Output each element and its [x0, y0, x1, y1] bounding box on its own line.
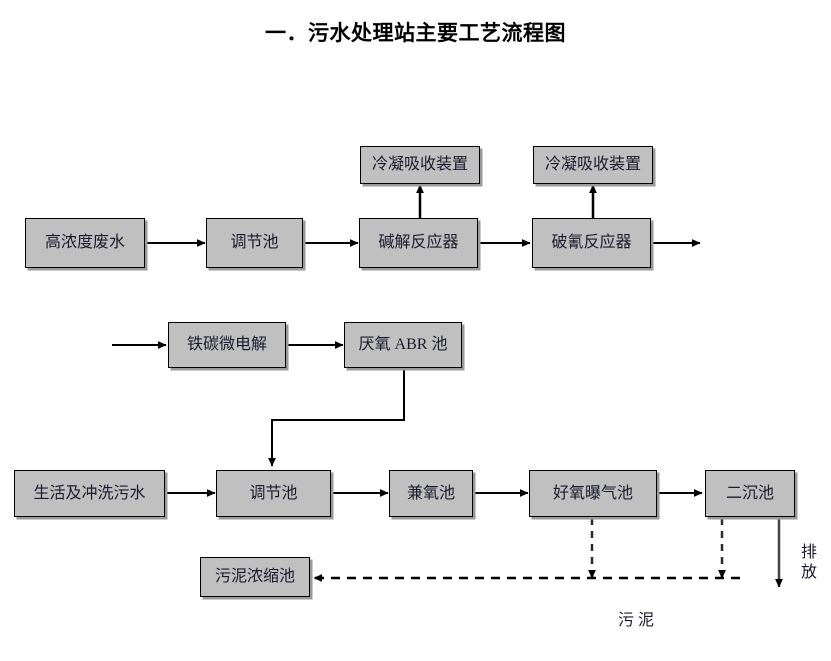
node-aerobic-aeration-tank[interactable]: 好氧曝气池	[529, 470, 657, 517]
node-condensation-absorption-unit-2[interactable]: 冷凝吸收装置	[533, 146, 653, 184]
node-anaerobic-abr-tank[interactable]: 厌氧 ABR 池	[344, 322, 462, 368]
edge-abr-to-regulating-bottom	[268, 370, 405, 467]
node-label: 冷凝吸收装置	[371, 156, 468, 174]
label-sludge: 污 泥	[618, 612, 655, 629]
node-label: 好氧曝气池	[552, 484, 633, 502]
node-label: 厌氧 ABR 池	[358, 336, 448, 354]
node-label: 生活及冲洗污水	[33, 484, 146, 502]
node-label: 调节池	[230, 234, 279, 252]
node-label: 破氰反应器	[551, 234, 632, 252]
node-label: 碱解反应器	[378, 234, 459, 252]
node-iron-carbon-microelectrolysis[interactable]: 铁碳微电解	[168, 322, 286, 368]
node-label: 铁碳微电解	[186, 336, 267, 354]
node-label: 高浓度废水	[44, 234, 125, 252]
node-high-concentration-wastewater[interactable]: 高浓度废水	[25, 218, 145, 268]
node-domestic-and-flushing-sewage[interactable]: 生活及冲洗污水	[14, 470, 165, 517]
page-title: 一．污水处理站主要工艺流程图	[265, 22, 566, 45]
node-label: 污泥浓缩池	[214, 568, 295, 586]
node-label: 冷凝吸收装置	[544, 156, 641, 174]
node-cyanide-breaking-reactor[interactable]: 破氰反应器	[532, 218, 651, 268]
node-label: 二沉池	[725, 484, 774, 502]
node-label: 兼氧池	[406, 484, 455, 502]
node-regulating-tank-bottom[interactable]: 调节池	[216, 470, 331, 517]
node-facultative-tank[interactable]: 兼氧池	[389, 470, 473, 517]
node-label: 调节池	[249, 484, 298, 502]
node-sludge-thickening-tank[interactable]: 污泥浓缩池	[200, 557, 310, 597]
label-discharge: 排放	[800, 544, 817, 581]
node-condensation-absorption-unit-1[interactable]: 冷凝吸收装置	[360, 146, 480, 184]
node-alkaline-hydrolysis-reactor[interactable]: 碱解反应器	[359, 218, 478, 268]
node-secondary-sedimentation-tank[interactable]: 二沉池	[705, 470, 795, 517]
node-regulating-tank-top[interactable]: 调节池	[206, 218, 303, 268]
